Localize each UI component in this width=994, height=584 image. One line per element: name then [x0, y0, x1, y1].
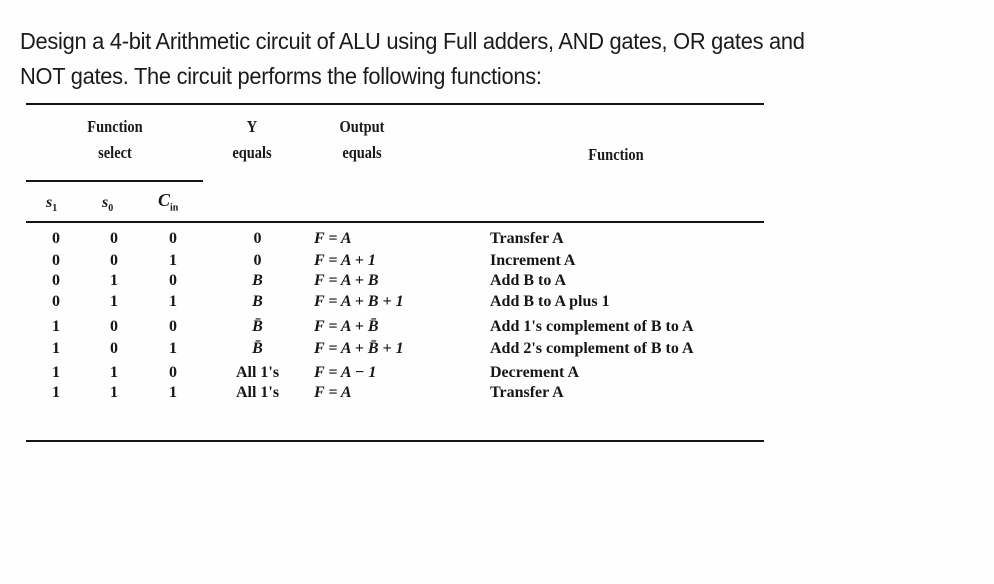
- table-top-rule: [26, 103, 764, 105]
- header-y-equals: Y equals: [232, 117, 272, 162]
- header-function-select: Function select: [87, 117, 143, 162]
- header-cin: Cin: [158, 190, 179, 214]
- question-line-2: NOT gates. The circuit performs the foll…: [20, 63, 542, 89]
- header-s0: s0: [102, 194, 114, 215]
- table-bottom-rule: [26, 440, 764, 442]
- header-s1: s1: [46, 194, 58, 215]
- header-function: Function: [588, 145, 644, 164]
- header-output-equals: Output equals: [339, 117, 385, 162]
- function-select-rule: [26, 180, 203, 182]
- question-text: Design a 4-bit Arithmetic circuit of ALU…: [20, 24, 913, 94]
- question-line-1: Design a 4-bit Arithmetic circuit of ALU…: [20, 28, 805, 54]
- table-header-rule: [26, 221, 764, 223]
